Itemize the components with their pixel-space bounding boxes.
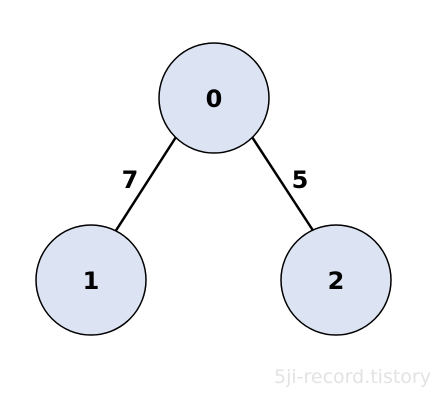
node-2-circle <box>280 224 392 336</box>
node-2-label: 2 <box>328 267 345 295</box>
edge-weight-0-1: 7 <box>122 166 139 194</box>
watermark-text: 5ji-record.tistory <box>274 366 431 388</box>
edge-weight-0-2: 5 <box>292 166 309 194</box>
node-1-circle <box>35 224 147 336</box>
node-0-circle <box>158 42 270 154</box>
node-0-label: 0 <box>206 85 223 113</box>
edge-0-1 <box>113 136 178 233</box>
edge-0-2 <box>250 136 316 233</box>
node-1-label: 1 <box>83 267 100 295</box>
